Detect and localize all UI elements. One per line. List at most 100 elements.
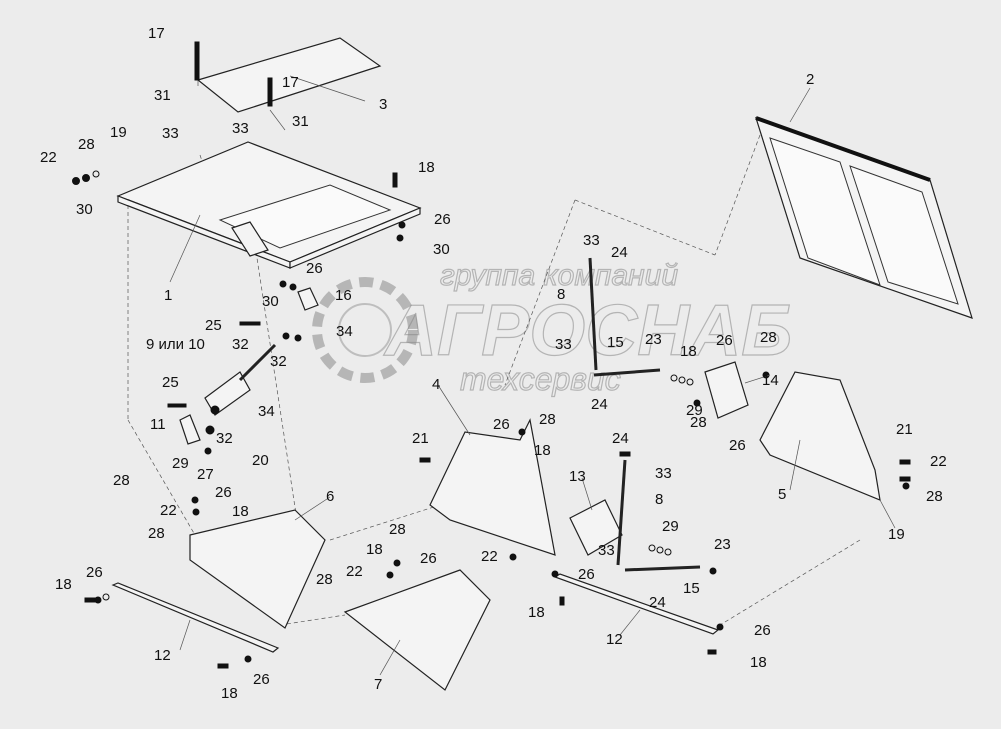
label-18f: 18 [55, 576, 72, 593]
part-13-plate [569, 499, 623, 556]
label-26d: 26 [493, 416, 510, 433]
part-5-side-panel [759, 371, 881, 501]
label-34b: 34 [258, 403, 275, 420]
label-32b: 32 [270, 353, 287, 370]
label-6: 6 [326, 488, 334, 505]
label-24a: 24 [611, 244, 628, 261]
label-23b: 23 [714, 536, 731, 553]
label-29a: 29 [686, 402, 703, 419]
label-28a: 28 [78, 136, 95, 153]
label-22a: 22 [40, 149, 57, 166]
label-12b: 12 [606, 631, 623, 648]
label-22e: 22 [930, 453, 947, 470]
label-28g: 28 [389, 521, 406, 538]
label-20: 20 [252, 452, 269, 469]
label-30a: 30 [76, 201, 93, 218]
label-23a: 23 [645, 331, 662, 348]
label-26i: 26 [86, 564, 103, 581]
label-5: 5 [778, 486, 786, 503]
label-1: 1 [164, 287, 172, 304]
label-33d: 33 [555, 336, 572, 353]
label-15a: 15 [607, 334, 624, 351]
label-28d: 28 [690, 414, 707, 431]
struts [588, 257, 701, 572]
watermark-gear-icon [312, 277, 418, 383]
watermark-line2: АГРОСНАБ [383, 291, 792, 371]
label-22b: 22 [160, 502, 177, 519]
label-19b: 19 [888, 526, 905, 543]
label-28e: 28 [113, 472, 130, 489]
leader-lines [169, 75, 896, 676]
label-33f: 33 [598, 542, 615, 559]
label-33a: 33 [162, 125, 179, 142]
label-26j: 26 [253, 671, 270, 688]
label-18a: 18 [418, 159, 435, 176]
label-18e: 18 [366, 541, 383, 558]
label-26a: 26 [434, 211, 451, 228]
label-27: 27 [197, 466, 214, 483]
label-3: 3 [379, 96, 387, 113]
label-28h: 28 [316, 571, 333, 588]
part-1-main-panel [116, 141, 422, 269]
label-22c: 22 [346, 563, 363, 580]
label-18i: 18 [750, 654, 767, 671]
label-34a: 34 [336, 323, 353, 340]
label-18c: 18 [534, 442, 551, 459]
watermark: группа компаний АГРОСНАБ техсервис [312, 258, 793, 398]
part-2-frame [755, 116, 973, 319]
label-18h: 18 [528, 604, 545, 621]
label-19a: 19 [110, 124, 127, 141]
label-32c: 32 [216, 430, 233, 447]
label-32a: 32 [232, 336, 249, 353]
label-12a: 12 [154, 647, 171, 664]
label-17b: 17 [282, 74, 299, 91]
label-21b: 21 [896, 421, 913, 438]
label-8a: 8 [557, 286, 565, 303]
label-13: 13 [569, 468, 586, 485]
label-11: 11 [150, 416, 166, 433]
label-26e: 26 [729, 437, 746, 454]
label-29b: 29 [172, 455, 189, 472]
label-31a: 31 [154, 87, 171, 104]
part-3-cover-plate [196, 37, 382, 131]
label-24d: 24 [649, 594, 666, 611]
label-30b: 30 [433, 241, 450, 258]
label-28i: 28 [926, 488, 943, 505]
label-15b: 15 [683, 580, 700, 597]
label-25b: 25 [162, 374, 179, 391]
label-2: 2 [806, 71, 814, 88]
label-17a: 17 [148, 25, 165, 42]
label-8b: 8 [655, 491, 663, 508]
label-18b: 18 [680, 343, 697, 360]
label-28c: 28 [539, 411, 556, 428]
part-14-bracket [704, 361, 749, 419]
label-28b: 28 [760, 329, 777, 346]
label-33e: 33 [655, 465, 672, 482]
label-14: 14 [762, 372, 779, 389]
label-18d: 18 [232, 503, 249, 520]
label-33c: 33 [583, 232, 600, 249]
label-30c: 30 [262, 293, 279, 310]
part-6-side-panel [189, 509, 326, 629]
label-26f: 26 [215, 484, 232, 501]
label-4: 4 [432, 376, 440, 393]
label-22d: 22 [481, 548, 498, 565]
part-7-side-panel [343, 569, 491, 691]
label-25a: 25 [205, 317, 222, 334]
callout-labels: 1 2 3 4 5 6 7 8 8 9 или 10 11 12 12 13 1… [40, 25, 947, 702]
bolts [84, 41, 911, 669]
label-16: 16 [335, 287, 352, 304]
label-24b: 24 [591, 396, 608, 413]
label-24c: 24 [612, 430, 629, 447]
label-7: 7 [374, 676, 382, 693]
label-18g: 18 [221, 685, 238, 702]
label-29c: 29 [662, 518, 679, 535]
actuator-9-10 [179, 287, 319, 445]
label-21a: 21 [412, 430, 429, 447]
label-26k: 26 [754, 622, 771, 639]
label-26b: 26 [306, 260, 323, 277]
watermark-line1: группа компаний [440, 259, 678, 292]
label-31b: 31 [292, 113, 309, 130]
